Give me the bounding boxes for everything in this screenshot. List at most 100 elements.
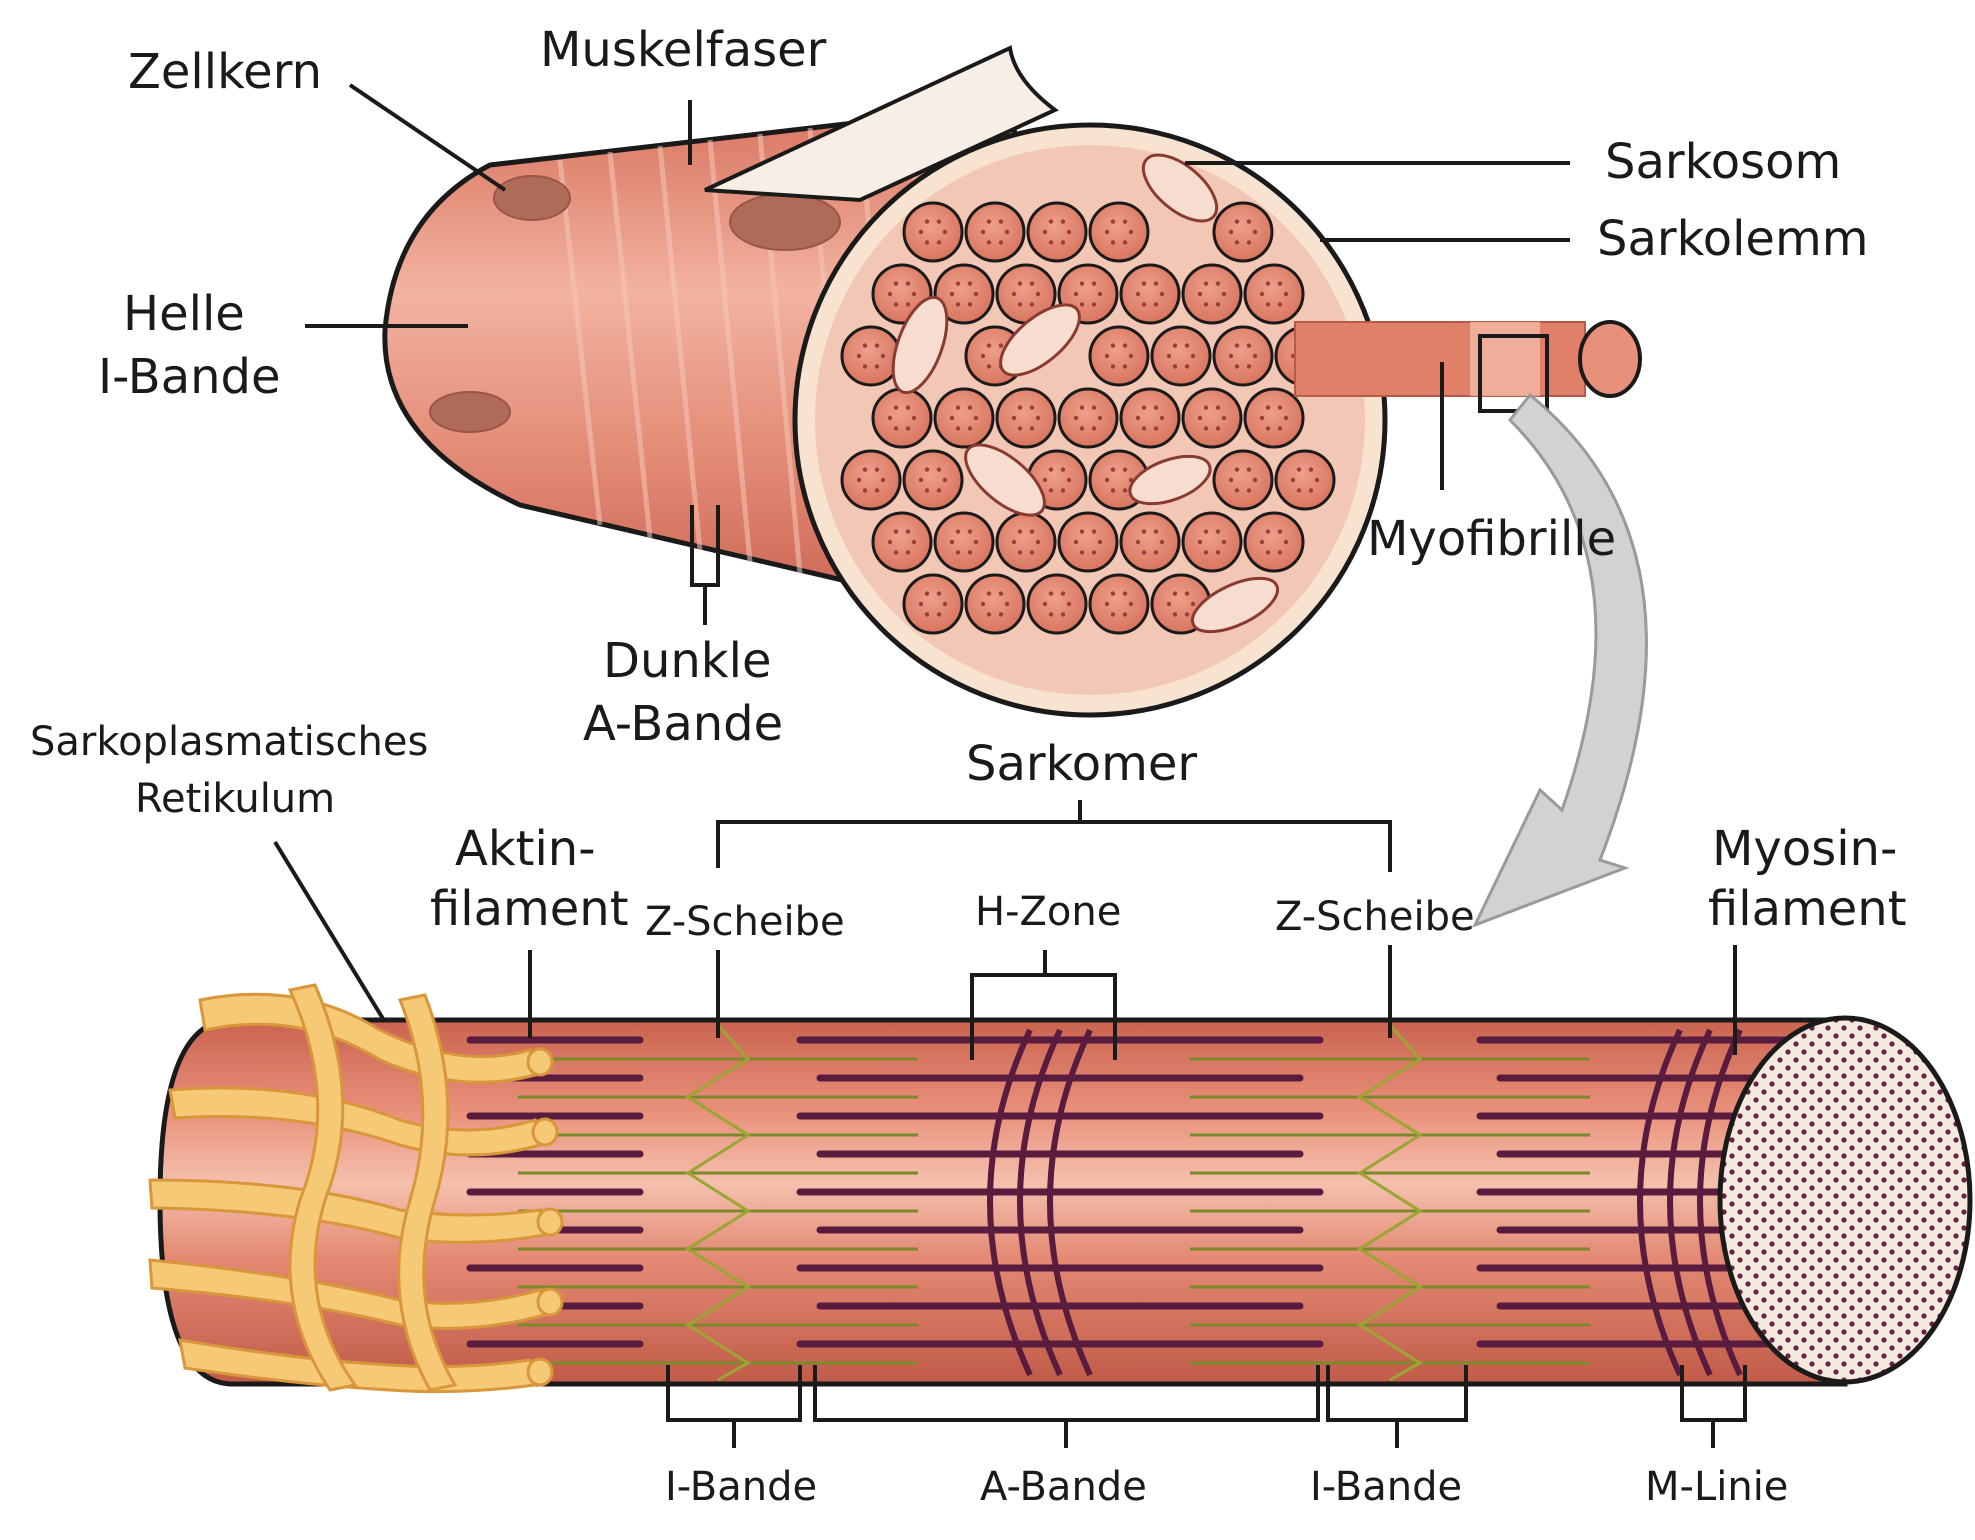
filament-dot <box>1197 539 1203 545</box>
filament-dot <box>893 302 899 307</box>
label-sr-line1: Sarkoplasmatisches <box>30 719 428 765</box>
filament-dot <box>1228 353 1234 359</box>
filament-dot <box>1029 529 1035 534</box>
filament-dot <box>1283 415 1289 421</box>
label-sr-line2: Retikulum <box>135 776 335 822</box>
myofibril-cross-section <box>1181 263 1243 325</box>
filament-dot <box>1277 550 1283 555</box>
filament-dot <box>973 291 979 297</box>
filament-dot <box>1128 229 1134 235</box>
filament-dot <box>1308 488 1314 493</box>
label-helle-line1: Helle <box>123 286 245 342</box>
filament-dot <box>980 229 986 235</box>
filament-dot <box>1097 415 1103 421</box>
filament-dot <box>1060 219 1066 224</box>
filament-dot <box>967 281 973 286</box>
filament-dot <box>1296 467 1302 472</box>
filament-dot <box>1060 591 1066 596</box>
myofibril-cross-section <box>1026 201 1088 263</box>
filament-dot <box>880 477 886 483</box>
filament-dot <box>905 550 911 555</box>
label-m-linie: M-Linie <box>1645 1464 1788 1510</box>
filament-dot <box>1203 550 1209 555</box>
filament-dot <box>1029 550 1035 555</box>
filament-dot <box>924 219 930 224</box>
filament-dot <box>1035 291 1041 297</box>
filament-dot <box>1128 353 1134 359</box>
filament-dot <box>1246 488 1252 493</box>
filament-dot <box>1079 550 1085 555</box>
filament-dot <box>1153 426 1159 431</box>
filament-dot <box>1153 405 1159 410</box>
filament-dot <box>1091 426 1097 431</box>
filament-dot <box>1091 302 1097 307</box>
filament-dot <box>887 291 893 297</box>
myofibril-cross-section <box>995 511 1057 573</box>
filament-dot <box>1228 477 1234 483</box>
filament-dot <box>986 591 992 596</box>
myofibril-cross-section <box>871 511 933 573</box>
zoom-box <box>1478 334 1549 413</box>
myofibril-cross-section <box>964 201 1026 263</box>
filament-dot <box>911 415 917 421</box>
filament-dot <box>1259 291 1265 297</box>
m-line-arcs <box>987 1028 1743 1377</box>
filament-dot <box>911 539 917 545</box>
filament-dot <box>1141 426 1147 431</box>
filament-dot <box>1066 229 1072 235</box>
label-dunkle-line1: Dunkle <box>603 633 771 689</box>
myofibril-cross-section <box>1088 201 1150 263</box>
myofibril <box>148 983 1973 1394</box>
filament-dot <box>924 612 930 617</box>
filament-dot <box>1234 240 1240 245</box>
filament-dot <box>1252 477 1258 483</box>
filament-dot <box>1172 612 1178 617</box>
filament-dot <box>1110 488 1116 493</box>
filament-dot <box>1296 488 1302 493</box>
filament-dot <box>887 539 893 545</box>
myofibril-cross-section <box>1026 573 1088 635</box>
label-dunkle-line2: A-Bande <box>583 696 783 752</box>
filament-dot <box>973 539 979 545</box>
filament-dot <box>1073 539 1079 545</box>
filament-dot <box>1215 529 1221 534</box>
filament-dot <box>1135 291 1141 297</box>
label-a-bande: A-Bande <box>980 1464 1147 1510</box>
filament-dot <box>862 343 868 348</box>
sarcosome <box>891 295 949 395</box>
filament-dot <box>1066 601 1072 607</box>
nucleus <box>429 391 511 433</box>
myofibril-cross-section <box>840 325 902 387</box>
filament-dot <box>1277 281 1283 286</box>
filament-dot <box>1184 612 1190 617</box>
filament-dot <box>924 591 930 596</box>
myofibril-cross-section <box>871 387 933 449</box>
filament-dot <box>967 405 973 410</box>
filament-dot <box>1066 477 1072 483</box>
filament-dot <box>949 415 955 421</box>
filament-dot <box>1141 529 1147 534</box>
filament-dot <box>1048 591 1054 596</box>
filament-dot <box>1035 539 1041 545</box>
filament-dot <box>1060 467 1066 472</box>
filament-dot <box>1042 601 1048 607</box>
myofibril-body <box>157 1017 1848 1387</box>
filament-dot <box>936 219 942 224</box>
filament-dot <box>1141 405 1147 410</box>
filament-dot <box>893 529 899 534</box>
myofibril-cross-section <box>902 449 964 511</box>
filament-dot <box>1079 281 1085 286</box>
filament-dot <box>980 353 986 359</box>
filament-dot <box>1029 426 1035 431</box>
filament-dot <box>1110 364 1116 369</box>
filament-dot <box>1221 415 1227 421</box>
filament-dot <box>955 302 961 307</box>
filament-dot <box>986 240 992 245</box>
filament-dot <box>862 364 868 369</box>
label-i-bande-right: I-Bande <box>1310 1464 1462 1510</box>
filament-dot <box>1017 529 1023 534</box>
leader-lines <box>273 83 1747 1448</box>
filament-dot <box>1252 353 1258 359</box>
filament-dot <box>1265 281 1271 286</box>
filament-dot <box>1265 302 1271 307</box>
